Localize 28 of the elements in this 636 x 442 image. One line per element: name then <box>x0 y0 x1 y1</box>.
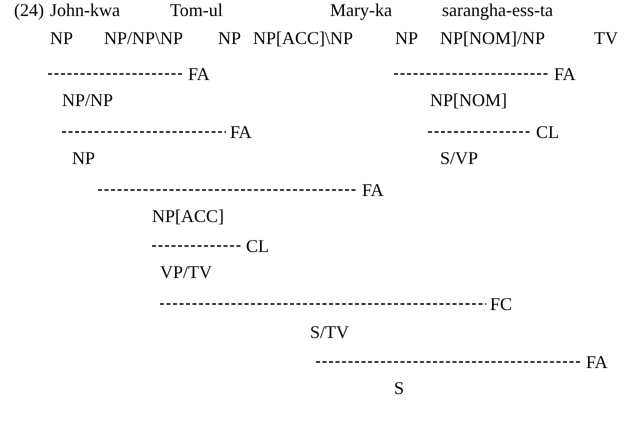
category-label: NP[ACC]\NP <box>253 28 354 48</box>
rule-label: FA <box>362 180 384 200</box>
rule-label: FA <box>188 64 210 84</box>
derivation-label: S/VP <box>440 148 478 168</box>
word-label: Tom-ul <box>170 0 223 20</box>
category-label: TV <box>594 28 618 48</box>
derivation-label: NP <box>72 148 96 168</box>
example-number: (24) <box>14 0 44 20</box>
derivation-label: NP[NOM] <box>430 90 508 110</box>
rule-label: FA <box>586 352 608 372</box>
rule-label: FA <box>554 64 576 84</box>
word-label: sarangha-ess-ta <box>442 0 553 20</box>
derivation-label: VP/TV <box>160 262 212 282</box>
word-label: Mary-ka <box>330 0 392 20</box>
category-label: NP/NP\NP <box>104 28 184 48</box>
category-label: NP[NOM]/NP <box>440 28 546 48</box>
derivation-label: NP/NP <box>62 90 114 110</box>
rule-label: FA <box>230 122 252 142</box>
word-label: John-kwa <box>50 0 120 20</box>
category-label: NP <box>395 28 418 48</box>
rule-label: CL <box>536 122 560 142</box>
derivation-label: S/TV <box>310 322 350 342</box>
category-label: NP <box>218 28 242 48</box>
category-label: NP <box>50 28 74 48</box>
rule-label: CL <box>246 236 270 256</box>
derivation-label: S <box>394 378 404 398</box>
derivation-label: NP[ACC] <box>152 206 224 226</box>
rule-label: FC <box>490 294 512 314</box>
